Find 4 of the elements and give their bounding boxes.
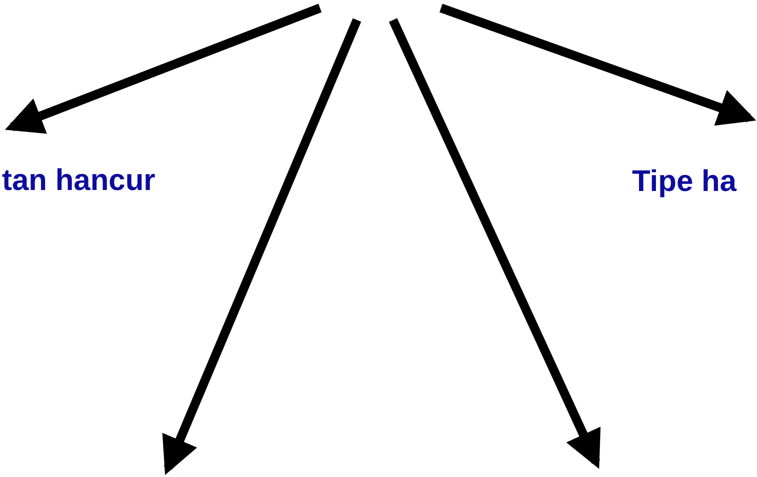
category-label: Tipe ha	[632, 164, 736, 200]
category-label: tan hancur	[2, 163, 156, 199]
arrow	[4, 4, 322, 134]
arrow	[439, 4, 756, 126]
